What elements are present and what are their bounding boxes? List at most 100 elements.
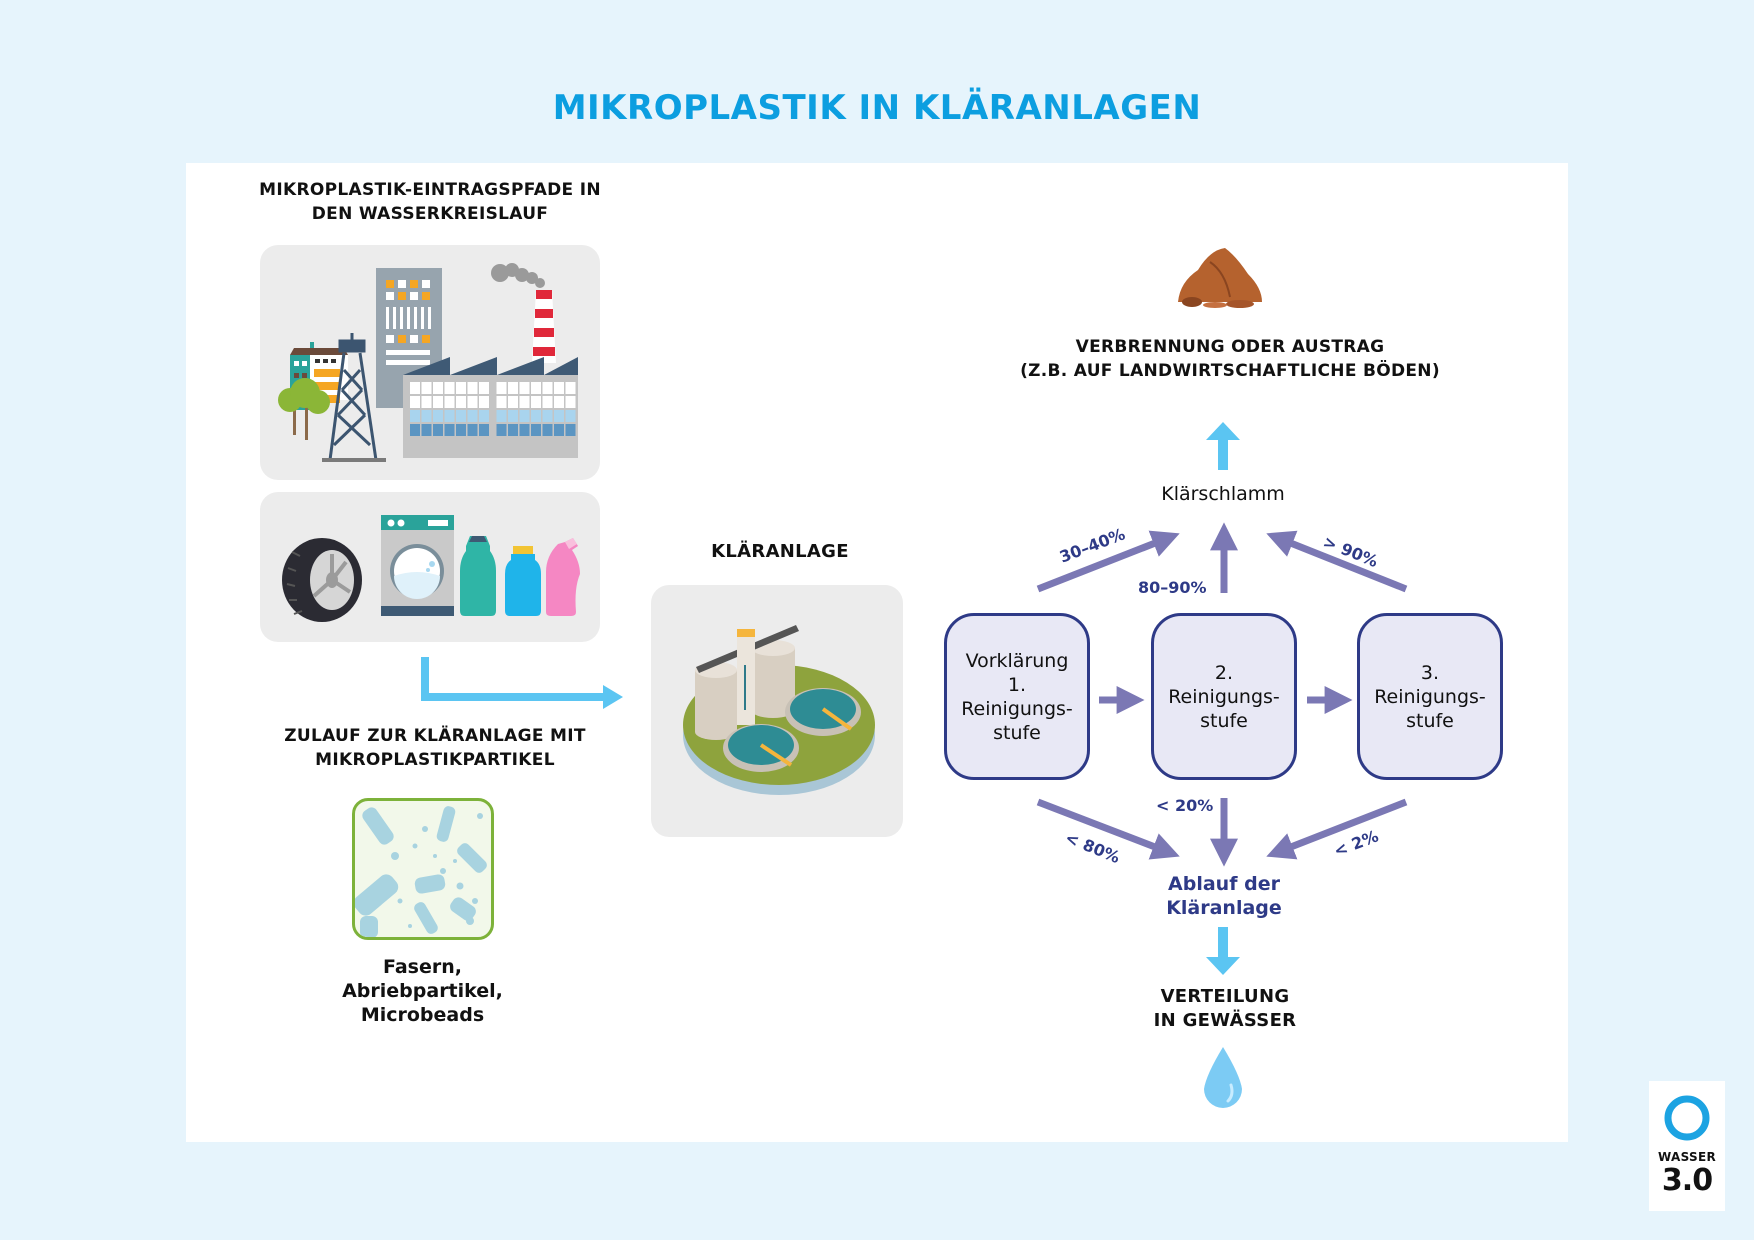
factory-window — [542, 382, 553, 394]
sludge-label: Klärschlamm — [1161, 483, 1285, 505]
household-sources-card — [260, 492, 600, 642]
pct-stage2-effluent: < 20% — [1156, 796, 1214, 815]
factory-window — [508, 424, 518, 436]
effluent-label-line1: Ablauf der — [1168, 873, 1280, 895]
wasser-3-logo: WASSER 3.0 — [1649, 1081, 1725, 1211]
sludge-heap-icon — [1178, 248, 1262, 308]
factory-window — [565, 410, 576, 422]
tire-washing-machine-bottles-illustration — [282, 515, 580, 622]
factory-window — [433, 382, 443, 394]
factory-window — [496, 396, 507, 408]
particles-label: Fasern, Abriebpartikel, Microbeads — [300, 955, 545, 1027]
factory-window — [456, 410, 466, 422]
factory-window — [519, 410, 530, 422]
washing-machine-icon — [381, 515, 454, 616]
sources-heading: MIKROPLASTIK-EINTRAGSPFADE IN DEN WASSER… — [250, 178, 610, 226]
effluent-down-arrow — [1206, 927, 1240, 975]
city-industry-card — [260, 245, 600, 480]
particles-line3: Microbeads — [360, 1004, 485, 1026]
factory-window — [542, 424, 553, 436]
water-distribution-line2: IN GEWÄSSER — [1153, 1010, 1297, 1031]
arrow-stage3-to-sludge — [1266, 530, 1408, 593]
factory-window — [410, 396, 420, 408]
page-title: MIKROPLASTIK IN KLÄRANLAGEN — [552, 88, 1202, 128]
factory-window — [456, 382, 466, 394]
factory-window — [565, 424, 576, 436]
factory-window — [421, 396, 432, 408]
stage-2-line1: 2. — [1214, 661, 1234, 684]
sources-heading-line1: MIKROPLASTIK-EINTRAGSPFADE IN — [259, 180, 601, 200]
factory-window — [433, 410, 443, 422]
sludge-destination: VERBRENNUNG ODER AUSTRAG (Z.B. AUF LANDW… — [1000, 335, 1460, 383]
wasser-ring-icon — [1664, 1095, 1710, 1141]
inflow-arrow — [421, 657, 623, 709]
city-industry-illustration — [278, 263, 578, 462]
factory-window — [542, 396, 553, 408]
inflow-label: ZULAUF ZUR KLÄRANLAGE MIT MIKROPLASTIKPA… — [255, 724, 615, 772]
stage-3-box: 3. Reinigungs- stufe — [1357, 613, 1503, 780]
stage-1-line1: Vorklärung — [965, 649, 1069, 672]
factory-window — [519, 382, 530, 394]
plant-heading: KLÄRANLAGE — [711, 541, 849, 562]
factory-window — [479, 410, 489, 422]
microplastic-particles-image — [352, 798, 494, 940]
treatment-plant-illustration — [683, 625, 875, 795]
stage-2-line3: stufe — [1200, 709, 1248, 732]
factory-window — [444, 382, 455, 394]
factory-window — [508, 396, 518, 408]
factory-window — [531, 410, 541, 422]
factory-window — [456, 396, 466, 408]
factory-window — [444, 396, 455, 408]
factory-window — [531, 396, 541, 408]
factory-window — [421, 424, 432, 436]
factory-window — [531, 382, 541, 394]
arrow-stage1-to-effluent — [1036, 798, 1180, 860]
factory-window — [456, 424, 466, 436]
factory-window — [433, 424, 443, 436]
water-drop-icon — [1204, 1047, 1242, 1108]
factory-window — [410, 410, 420, 422]
factory-window — [479, 382, 489, 394]
treatment-plant-card — [651, 585, 903, 837]
particles-line2: Abriebpartikel, — [342, 980, 503, 1002]
factory-window — [421, 382, 432, 394]
arrow-stage3-to-effluent — [1266, 798, 1408, 860]
effluent-label: Ablauf der Kläranlage — [1124, 872, 1324, 920]
stage-2-box: 2. Reinigungs- stufe — [1151, 613, 1297, 780]
factory-window — [554, 424, 564, 436]
water-distribution-label: VERTEILUNG IN GEWÄSSER — [1100, 985, 1350, 1033]
factory-window — [410, 424, 420, 436]
stage-3-line2: Reinigungs- — [1374, 685, 1486, 708]
factory-window — [479, 396, 489, 408]
stage-3-line3: stufe — [1406, 709, 1454, 732]
factory-window — [531, 424, 541, 436]
sludge-destination-line2: (Z.B. AUF LANDWIRTSCHAFTLICHE BÖDEN) — [1020, 361, 1440, 381]
factory-window — [479, 424, 489, 436]
sludge-destination-line1: VERBRENNUNG ODER AUSTRAG — [1075, 337, 1385, 357]
inflow-label-line2: MIKROPLASTIKPARTIKEL — [315, 750, 555, 770]
stage-1-line2: 1. — [1007, 673, 1027, 696]
bottle-green-icon — [460, 536, 496, 616]
factory-window — [554, 410, 564, 422]
factory-window — [508, 410, 518, 422]
stage-3-line1: 3. — [1420, 661, 1440, 684]
bottle-blue-icon — [505, 546, 541, 616]
factory-window — [444, 424, 455, 436]
stage-2-line2: Reinigungs- — [1168, 685, 1280, 708]
chimney — [532, 290, 556, 363]
smoke — [491, 263, 545, 288]
factory — [403, 357, 578, 458]
factory-window — [496, 382, 507, 394]
sludge-up-arrow — [1206, 422, 1240, 470]
factory-window — [467, 410, 478, 422]
stage-1-line4: stufe — [993, 721, 1041, 744]
factory-window — [467, 396, 478, 408]
pct-stage2-sludge: 80–90% — [1138, 578, 1207, 597]
bottle-pink-icon — [546, 538, 580, 616]
sources-heading-line2: DEN WASSERKREISLAUF — [311, 204, 549, 224]
factory-window — [410, 382, 420, 394]
oil-derrick — [328, 333, 378, 461]
factory-window — [467, 424, 478, 436]
factory-window — [542, 410, 553, 422]
